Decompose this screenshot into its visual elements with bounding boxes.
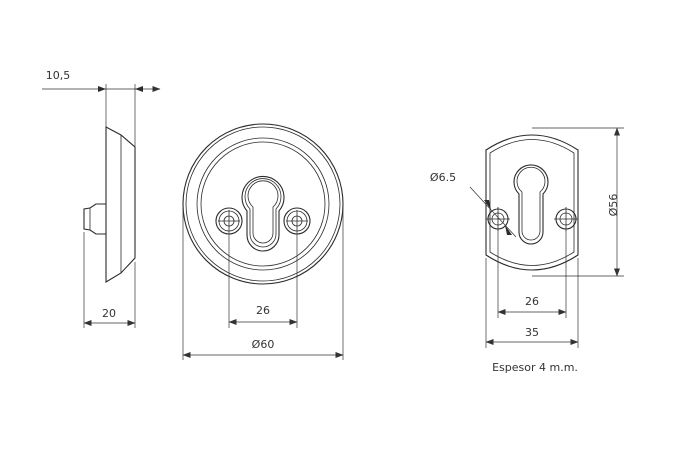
hole-diameter-label: Ø6.5	[430, 171, 456, 184]
oval-width-label: 35	[525, 326, 539, 339]
round-plate: 26 Ø60	[182, 123, 344, 360]
thickness-label: 10,5	[46, 69, 71, 82]
side-view: 10,5 20	[42, 69, 161, 328]
round-plate-screw-hole-right	[283, 207, 311, 235]
round-hole-spacing-label: 26	[256, 304, 270, 317]
oval-plate-screw-hole-right	[554, 207, 578, 231]
oval-plate-outline	[485, 134, 579, 271]
round-plate-keyhole	[241, 175, 285, 252]
side-view-profile	[105, 126, 136, 283]
round-plate-screw-hole-left	[215, 207, 243, 235]
oval-height-label: Ø56	[607, 194, 620, 217]
round-diameter-label: Ø60	[252, 338, 275, 351]
oval-hole-spacing-label: 26	[525, 295, 539, 308]
oval-plate-screw-hole-left	[486, 207, 510, 231]
thickness-note: Espesor 4 m.m.	[492, 361, 578, 374]
side-view-boss	[83, 203, 106, 235]
hole-diameter-leader	[469, 186, 517, 238]
round-plate-outer-rim	[182, 123, 344, 285]
oval-plate-keyhole	[513, 164, 549, 245]
oval-plate: Ø6.5 Ø56 26 35 Espesor 4 m.m.	[430, 127, 624, 374]
depth-label: 20	[102, 307, 116, 320]
